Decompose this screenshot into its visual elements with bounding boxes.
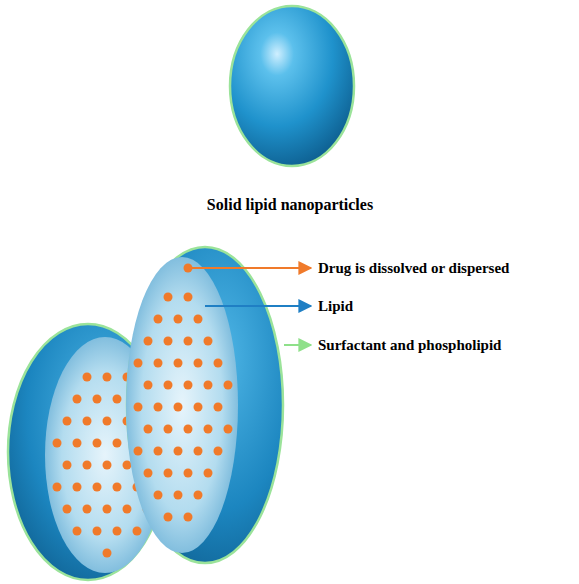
drug-dot (204, 337, 213, 346)
drug-dot (73, 483, 82, 492)
drug-dot (53, 483, 62, 492)
drug-dot (63, 417, 72, 426)
drug-dot (113, 527, 122, 536)
leader-arrow (284, 344, 311, 346)
drug-dot (144, 381, 153, 390)
drug-dot (154, 447, 163, 456)
drug-dot (63, 461, 72, 470)
drug-dot (93, 439, 102, 448)
nanoparticle-sphere (230, 6, 354, 166)
drug-dot (113, 395, 122, 404)
drug-dot (174, 491, 183, 500)
drug-dot (144, 425, 153, 434)
drug-dot (154, 315, 163, 324)
drug-dot (224, 381, 233, 390)
drug-dot (164, 469, 173, 478)
drug-dot (214, 359, 223, 368)
drug-dot (113, 439, 122, 448)
drug-dot (174, 403, 183, 412)
drug-dot (133, 527, 142, 536)
drug-dot (184, 381, 193, 390)
drug-dot (174, 315, 183, 324)
drug-dot (83, 505, 92, 514)
drug-dot (194, 359, 203, 368)
drug-dot (93, 527, 102, 536)
drug-dot (144, 469, 153, 478)
drug-dot (63, 505, 72, 514)
drug-dot (144, 337, 153, 346)
drug-dot (204, 381, 213, 390)
leader-arrow (205, 305, 311, 307)
caption-label: Solid lipid nanoparticles (207, 196, 373, 214)
drug-dot (123, 505, 132, 514)
part-label: Drug is dissolved or dispersed (318, 259, 509, 277)
drug-dot (184, 513, 193, 522)
drug-dot (164, 337, 173, 346)
drug-dot (113, 483, 122, 492)
drug-dot (194, 403, 203, 412)
drug-dot (194, 315, 203, 324)
drug-dot (214, 447, 223, 456)
leader-arrow (188, 267, 311, 269)
drug-dot (53, 439, 62, 448)
drug-dot (154, 491, 163, 500)
drug-dot (134, 447, 143, 456)
drug-dot (103, 461, 112, 470)
drug-dot (204, 469, 213, 478)
drug-dot (103, 505, 112, 514)
drug-dot (174, 359, 183, 368)
drug-dot (164, 513, 173, 522)
drug-dot (204, 425, 213, 434)
drug-dot (93, 483, 102, 492)
drug-dot (73, 395, 82, 404)
drug-dot (194, 447, 203, 456)
drug-dot (123, 461, 132, 470)
right-half-shell (126, 247, 283, 563)
drug-dot (83, 461, 92, 470)
drug-dot (194, 491, 203, 500)
drug-dot (103, 373, 112, 382)
part-label: Surfactant and phospholipid (318, 336, 501, 354)
drug-dot (93, 395, 102, 404)
drug-dot (164, 293, 173, 302)
drug-dot (164, 381, 173, 390)
drug-dot (224, 425, 233, 434)
drug-dot (73, 527, 82, 536)
drug-dot (134, 403, 143, 412)
drug-dot (154, 359, 163, 368)
drug-dot (83, 373, 92, 382)
drug-dot (184, 337, 193, 346)
drug-dot (164, 425, 173, 434)
drug-dot (184, 293, 193, 302)
drug-dot (134, 359, 143, 368)
drug-dot (154, 403, 163, 412)
drug-dot (103, 549, 112, 558)
drug-dot (83, 417, 92, 426)
part-label: Lipid (318, 297, 353, 315)
drug-dot (184, 425, 193, 434)
drug-dot (214, 403, 223, 412)
drug-dot (103, 417, 112, 426)
drug-dot (174, 447, 183, 456)
drug-dot (184, 469, 193, 478)
drug-dot (73, 439, 82, 448)
